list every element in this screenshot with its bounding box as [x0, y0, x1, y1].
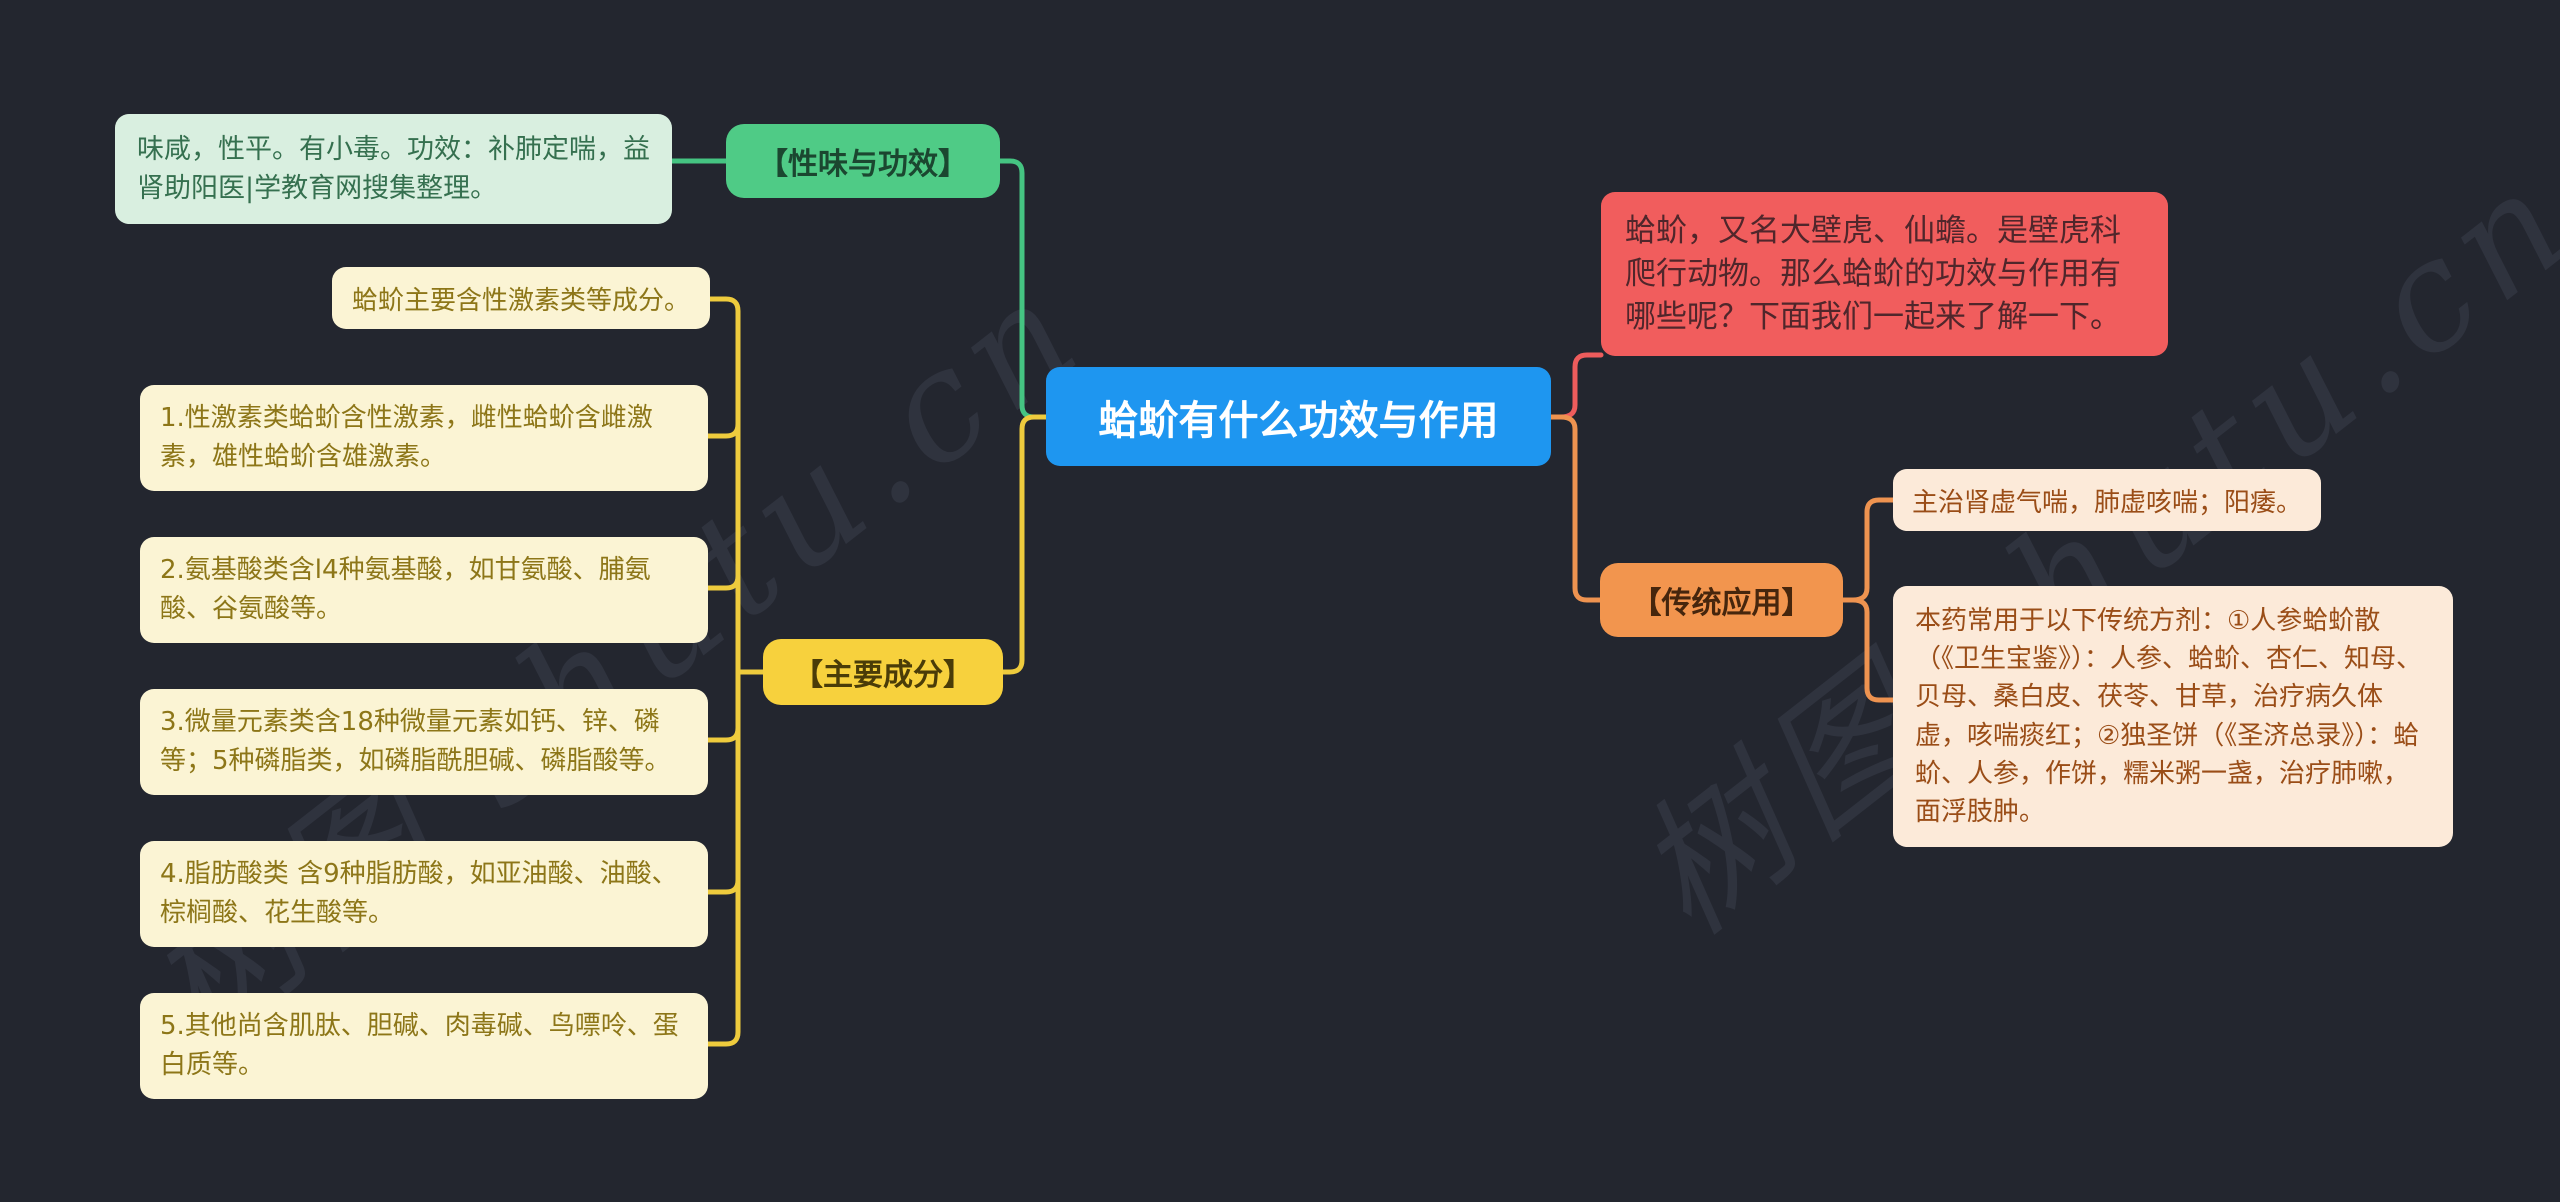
component-item-2[interactable]: 2.氨基酸类含l4种氨基酸，如甘氨酸、脯氨酸、谷氨酸等。: [140, 537, 708, 643]
note-indications[interactable]: 主治肾虚气喘，肺虚咳喘；阳痿。: [1893, 469, 2321, 531]
connector-traditional-root: [1548, 414, 1603, 603]
connector-components-trunk: [705, 296, 766, 1047]
note-components-intro[interactable]: 蛤蚧主要含性激素类等成分。: [332, 267, 710, 329]
connector-overview: [1548, 352, 1604, 420]
connector-component-3: [705, 725, 741, 743]
connector-prescriptions: [1840, 597, 1896, 703]
note-overview[interactable]: 蛤蚧，又名大壁虎、仙蟾。是壁虎科爬行动物。那么蛤蚧的功效与作用有哪些呢？下面我们…: [1601, 192, 2168, 357]
component-item-3[interactable]: 3.微量元素类含18种微量元素如钙、锌、磷等；5种磷脂类，如磷脂酰胆碱、磷脂酸等…: [140, 689, 708, 795]
branch-label-taste-effect[interactable]: 【性味与功效】: [726, 124, 1000, 198]
connector-taste-root: [997, 158, 1049, 420]
note-taste-effect[interactable]: 味咸，性平。有小毒。功效：补肺定喘，益肾助阳医|学教育网搜集整理。: [115, 114, 672, 225]
branch-label-traditional-use[interactable]: 【传统应用】: [1600, 563, 1843, 637]
connector-component-4: [705, 877, 741, 895]
branch-label-main-components[interactable]: 【主要成分】: [763, 639, 1003, 705]
connector-components-root: [1000, 414, 1049, 675]
connector-indications: [1840, 497, 1896, 603]
note-prescriptions[interactable]: 本药常用于以下传统方剂：①人参蛤蚧散（《卫生宝鉴》）：人参、蛤蚧、杏仁、知母、贝…: [1893, 586, 2453, 848]
root-node[interactable]: 蛤蚧有什么功效与作用: [1046, 367, 1551, 466]
component-item-5[interactable]: 5.其他尚含肌肽、胆碱、肉毒碱、鸟嘌呤、蛋白质等。: [140, 993, 708, 1099]
connector-component-1: [705, 421, 741, 439]
component-item-4[interactable]: 4.脂肪酸类 含9种脂肪酸，如亚油酸、油酸、棕榈酸、花生酸等。: [140, 841, 708, 947]
component-item-1[interactable]: 1.性激素类蛤蚧含性激素，雌性蛤蚧含雌激素，雄性蛤蚧含雄激素。: [140, 385, 708, 491]
connector-component-2: [705, 573, 741, 591]
